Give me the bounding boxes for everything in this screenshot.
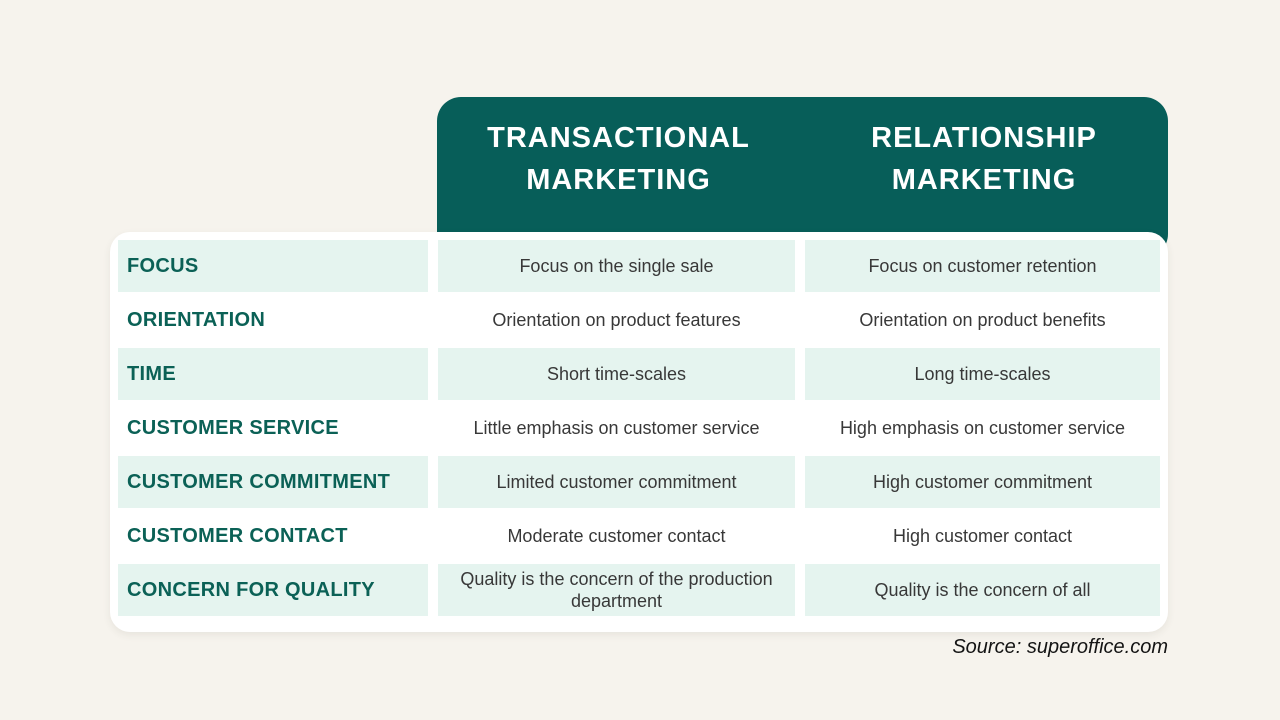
row-label-customer-service: CUSTOMER SERVICE	[127, 416, 339, 439]
table-row-concern-for-quality: CONCERN FOR QUALITY Quality is the conce…	[118, 564, 1160, 616]
row-label-concern-for-quality: CONCERN FOR QUALITY	[118, 564, 428, 616]
table-row-time: TIME Short time-scales Long time-scales	[118, 348, 1160, 400]
cell-customer-contact-relationship: High customer contact	[892, 526, 1073, 546]
table-header-band: TRANSACTIONAL MARKETING RELATIONSHIP MAR…	[437, 97, 1168, 258]
row-label-orientation: ORIENTATION	[127, 308, 266, 331]
cell-customer-commitment-transactional: Limited customer commitment	[438, 456, 795, 508]
row-label-customer-contact: CUSTOMER CONTACT	[127, 524, 348, 547]
cell-focus-relationship: Focus on customer retention	[805, 240, 1160, 292]
cell-time-relationship: Long time-scales	[805, 348, 1160, 400]
comparison-table-card: FOCUS Focus on the single sale Focus on …	[110, 232, 1168, 632]
cell-customer-service-relationship: High emphasis on customer service	[839, 418, 1126, 438]
cell-focus-transactional: Focus on the single sale	[438, 240, 795, 292]
cell-customer-commitment-relationship: High customer commitment	[805, 456, 1160, 508]
table-row-orientation: ORIENTATION Orientation on product featu…	[118, 292, 1160, 348]
row-label-focus: FOCUS	[118, 240, 428, 292]
column-header-relationship-marketing: RELATIONSHIP MARKETING	[800, 117, 1168, 201]
source-credit: Source: superoffice.com	[952, 636, 1168, 658]
column-header-transactional-marketing: TRANSACTIONAL MARKETING	[437, 117, 800, 201]
table-row-customer-service: CUSTOMER SERVICE Little emphasis on cust…	[118, 400, 1160, 456]
cell-concern-for-quality-relationship: Quality is the concern of all	[805, 564, 1160, 616]
column-header-relationship-label: RELATIONSHIP MARKETING	[871, 122, 1097, 196]
row-label-time: TIME	[118, 348, 428, 400]
cell-time-transactional: Short time-scales	[438, 348, 795, 400]
cell-orientation-transactional: Orientation on product features	[492, 310, 741, 330]
cell-concern-for-quality-transactional: Quality is the concern of the production…	[438, 564, 795, 616]
column-header-transactional-label: TRANSACTIONAL MARKETING	[487, 122, 750, 196]
table-row-customer-contact: CUSTOMER CONTACT Moderate customer conta…	[118, 508, 1160, 564]
table-row-customer-commitment: CUSTOMER COMMITMENT Limited customer com…	[118, 456, 1160, 508]
cell-orientation-relationship: Orientation on product benefits	[859, 310, 1106, 330]
cell-customer-contact-transactional: Moderate customer contact	[507, 526, 726, 546]
table-row-focus: FOCUS Focus on the single sale Focus on …	[118, 240, 1160, 292]
cell-customer-service-transactional: Little emphasis on customer service	[473, 418, 760, 438]
row-label-customer-commitment: CUSTOMER COMMITMENT	[118, 456, 428, 508]
